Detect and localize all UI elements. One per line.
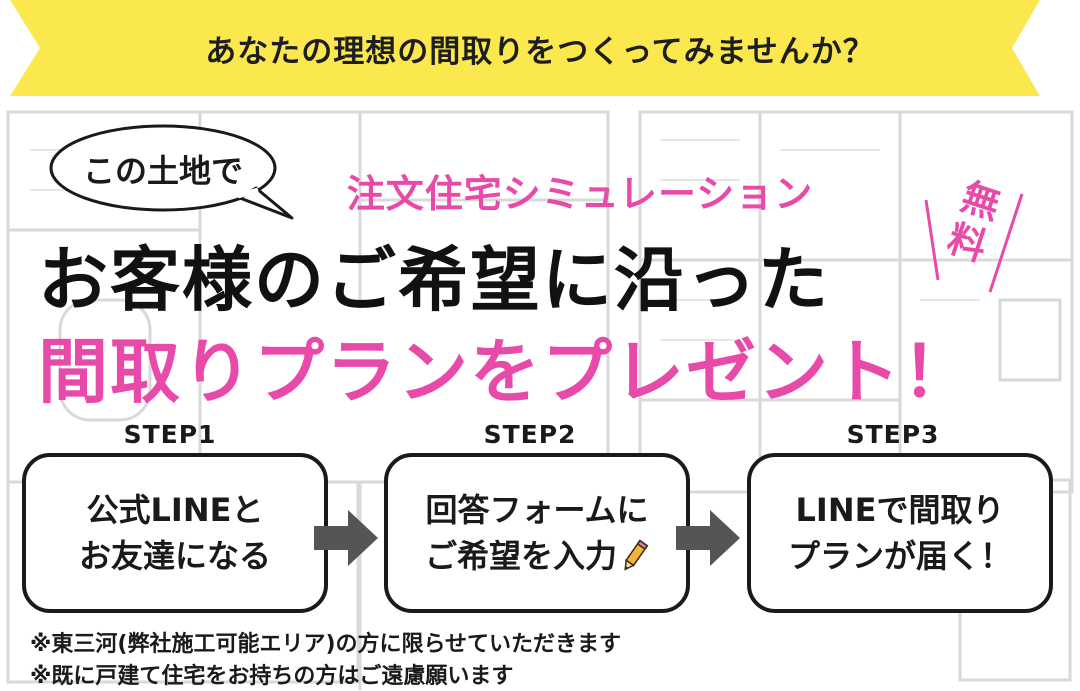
step1-line2: お友達になる [78, 537, 271, 575]
step2-label: STEP2 [483, 420, 577, 449]
note-existing-owners: ※既に戸建て住宅をお持ちの方はご遠慮願います [30, 664, 514, 689]
pencil-icon [624, 539, 649, 571]
speech-bubble [49, 124, 294, 220]
step2-card: 回答フォームに ご希望を入力 [384, 453, 690, 613]
step1-card: 公式LINEと お友達になる [22, 453, 328, 613]
step3-card: LINEで間取り プランが届く！ [747, 453, 1053, 613]
step1-label: STEP1 [123, 420, 217, 449]
speech-bubble-text: この土地で [82, 152, 243, 190]
headline-line2: 間取りプランをプレゼント！ [38, 331, 974, 413]
note-area-restriction: ※東三河(弊社施工可能エリア)の方に限らせていただきます [30, 632, 622, 657]
step2-line2: ご希望を入力 [424, 537, 617, 575]
banner-text: あなたの理想の間取りをつくってみませんか？ [205, 34, 875, 70]
step2-line1: 回答フォームに [425, 491, 649, 529]
arrow-right-icon [314, 510, 378, 566]
step3-line2: プランが届く！ [787, 537, 1012, 575]
free-badge-slashes [924, 193, 1024, 293]
subtitle: 注文住宅シミュレーション [346, 172, 814, 216]
step1-line1: 公式LINEと [86, 491, 264, 529]
step3-line1: LINEで間取り [795, 491, 1005, 529]
step3-label: STEP3 [846, 420, 940, 449]
top-banner [10, 0, 1040, 96]
headline-line1: お客様のご希望に沿った [38, 239, 830, 321]
arrow-right-icon [676, 510, 740, 566]
